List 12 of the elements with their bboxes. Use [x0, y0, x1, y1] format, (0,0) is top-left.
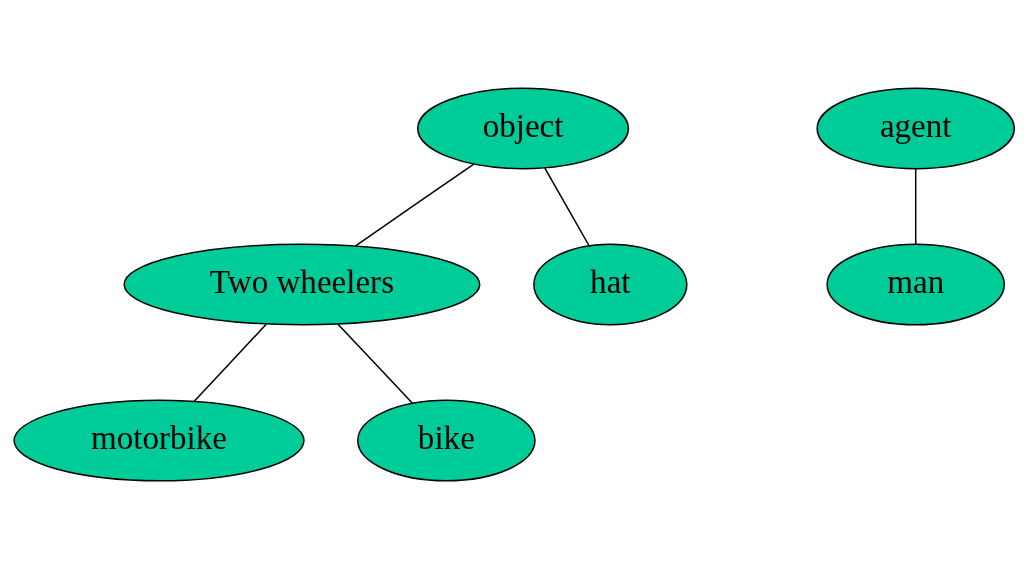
connector: [914, 167, 917, 245]
node-ellipse: object: [417, 86, 630, 169]
node-ellipse: bike: [357, 399, 536, 482]
node-ellipse: motorbike: [13, 399, 305, 482]
connector: [544, 166, 590, 246]
connector: [337, 323, 413, 404]
node-ellipse: hat: [533, 243, 688, 325]
node-ellipse: man: [826, 243, 1006, 325]
connector: [354, 163, 475, 247]
connector: [193, 323, 267, 402]
node-ellipse: Two wheelers: [123, 243, 481, 325]
node-ellipse: agent: [816, 86, 1016, 169]
